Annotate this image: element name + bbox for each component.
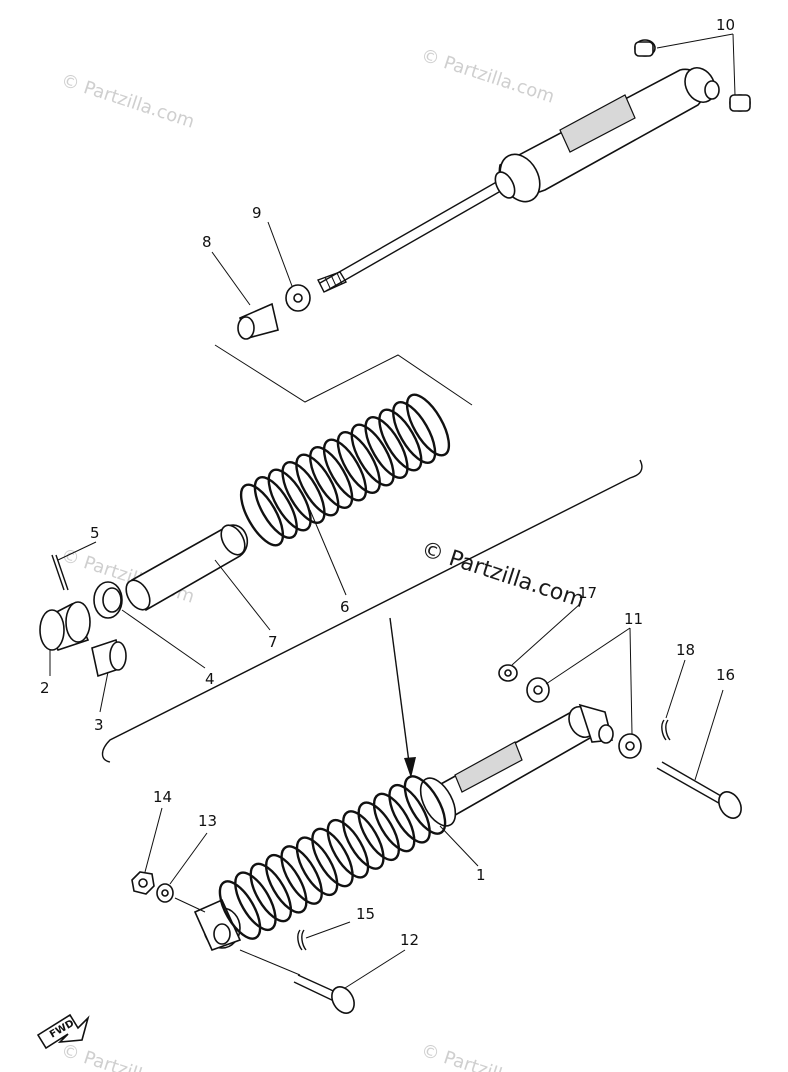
washer-11	[526, 677, 642, 759]
spring-coil	[249, 862, 293, 923]
spring-coil	[405, 393, 451, 457]
watermark: © Partzilla.com	[58, 1040, 197, 1072]
spring-1	[218, 775, 447, 940]
callout-8: 8	[202, 233, 212, 251]
bushing-10-right	[729, 94, 751, 112]
callout-5: 5	[90, 524, 100, 542]
spring-coil	[311, 827, 354, 888]
spring-coil	[281, 461, 326, 524]
leader-lines	[49, 33, 736, 989]
cotter-pin-18	[661, 719, 671, 741]
watermark: © Partzilla.com	[418, 45, 557, 108]
collar-2	[39, 601, 91, 651]
spring-coil	[392, 401, 437, 464]
spring-coil	[357, 801, 401, 862]
callout-6: 6	[340, 598, 350, 616]
spring-coil	[280, 845, 323, 905]
nut-14	[131, 871, 155, 895]
spring-coil	[239, 483, 285, 547]
spring-coil	[350, 423, 395, 487]
spring-coil	[253, 476, 298, 539]
spring-coil	[342, 810, 385, 870]
callout-17: 17	[578, 584, 597, 602]
watermark-main: © Partzilla.com	[418, 537, 587, 613]
callout-1: 1	[476, 866, 486, 884]
watermarks: © Partzilla.com © Partzilla.com © Partzi…	[58, 45, 587, 1072]
bolt-16	[656, 761, 742, 819]
assembly-arrow	[389, 617, 416, 778]
spring-coil	[234, 871, 277, 932]
rear-shock-1	[193, 703, 614, 952]
callout-15: 15	[356, 905, 375, 923]
dust-cover-7	[125, 524, 249, 612]
spring-coil	[372, 792, 416, 853]
spring-coil	[403, 775, 447, 835]
callout-13: 13	[198, 812, 217, 830]
spring-coil	[326, 818, 370, 879]
callout-12: 12	[400, 931, 419, 949]
spring-coil	[364, 416, 409, 479]
spring-coil	[336, 431, 381, 494]
bolt-12	[293, 974, 355, 1014]
spring-coil	[218, 880, 262, 940]
spring-coil	[264, 853, 308, 914]
callout-9: 9	[252, 204, 262, 222]
callout-4: 4	[205, 670, 215, 688]
spring-coil	[309, 446, 354, 509]
callout-2: 2	[40, 679, 50, 697]
washer-9	[285, 284, 311, 312]
callout-18: 18	[676, 641, 695, 659]
bushing-10-left	[634, 39, 656, 57]
callout-16: 16	[716, 666, 735, 684]
fwd-arrow-icon: FWD	[36, 1013, 90, 1050]
group-bracket	[101, 459, 643, 763]
callout-labels: 10 8 9 5 6 7 4 2 3 17 11 18 16 1 14 13 1…	[40, 16, 735, 949]
spring-6	[239, 393, 451, 547]
cotter-pin-15	[297, 929, 307, 951]
spring-coil	[322, 438, 368, 502]
callout-3: 3	[94, 716, 104, 734]
callout-7: 7	[268, 633, 278, 651]
callout-11: 11	[624, 610, 643, 628]
spring-coil	[295, 453, 340, 517]
spring-seat-4	[93, 581, 123, 619]
spring-coil	[378, 408, 423, 472]
watermark: © Partzilla.com	[418, 1040, 557, 1072]
bump-stop-8	[237, 302, 279, 340]
spring-coil	[388, 783, 431, 844]
watermark: © Partzilla.com	[58, 70, 197, 133]
callout-10: 10	[716, 16, 735, 34]
spring-coil	[267, 468, 312, 532]
cotter-pin-5	[51, 554, 69, 591]
bushing-3	[91, 638, 127, 678]
spring-coil	[295, 836, 339, 897]
callout-14: 14	[153, 788, 172, 806]
washer-17	[498, 664, 518, 682]
washer-13	[156, 883, 174, 903]
damper-upper-assembly	[317, 39, 751, 293]
